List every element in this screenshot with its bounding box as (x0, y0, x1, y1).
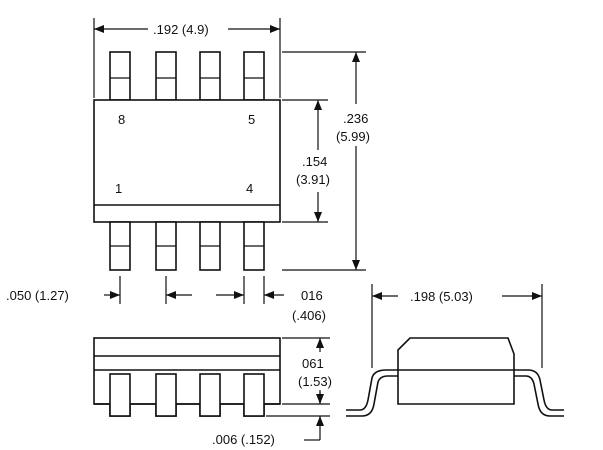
pin-top-2 (155, 51, 177, 101)
side-view-body (397, 337, 515, 405)
pin-top-4 (243, 51, 265, 101)
dim-body-width: .154 (3.91) (282, 99, 330, 223)
dim-height-in: 061 (302, 356, 324, 371)
side-lead-right (514, 375, 564, 417)
dim-lead-width: 016 (.406) (216, 276, 326, 323)
dim-overall-width-mm: (5.99) (336, 129, 370, 144)
top-pins (109, 51, 265, 101)
dim-standoff-label: .006 (.152) (212, 432, 275, 447)
dim-lead-width-mm: (.406) (292, 308, 326, 323)
pin-label-4: 4 (246, 181, 253, 196)
dim-body-length-label: .192 (4.9) (153, 22, 209, 37)
front-view: 061 (1.53) .006 (.152) (93, 337, 332, 447)
top-view: 8 5 1 4 .192 (4.9) .236 (5.99) (6, 18, 370, 323)
dim-side-width: .198 (5.03) (371, 284, 543, 368)
pin-label-5: 5 (248, 112, 255, 127)
dim-pin-pitch-label: .050 (1.27) (6, 288, 69, 303)
pin-label-1: 1 (115, 181, 122, 196)
pin-top-1 (109, 51, 131, 101)
dim-height-mm: (1.53) (298, 374, 332, 389)
dim-body-width-in: .154 (302, 154, 327, 169)
dim-side-width-label: .198 (5.03) (410, 289, 473, 304)
top-view-body (93, 99, 281, 223)
dim-body-width-mm: (3.91) (296, 172, 330, 187)
bottom-pins (109, 221, 265, 271)
pin-top-3 (199, 51, 221, 101)
dim-height: 061 (1.53) (282, 337, 332, 405)
dim-overall-width: .236 (5.99) (282, 51, 370, 271)
dim-overall-width-in: .236 (343, 111, 368, 126)
pin-label-8: 8 (118, 112, 125, 127)
side-lead-left (346, 375, 398, 417)
dim-lead-width-in: 016 (301, 288, 323, 303)
side-view: .198 (5.03) (346, 284, 564, 417)
dim-pin-pitch: .050 (1.27) (6, 276, 192, 304)
dim-body-length: .192 (4.9) (93, 18, 281, 98)
dim-standoff: .006 (.152) (212, 392, 330, 447)
